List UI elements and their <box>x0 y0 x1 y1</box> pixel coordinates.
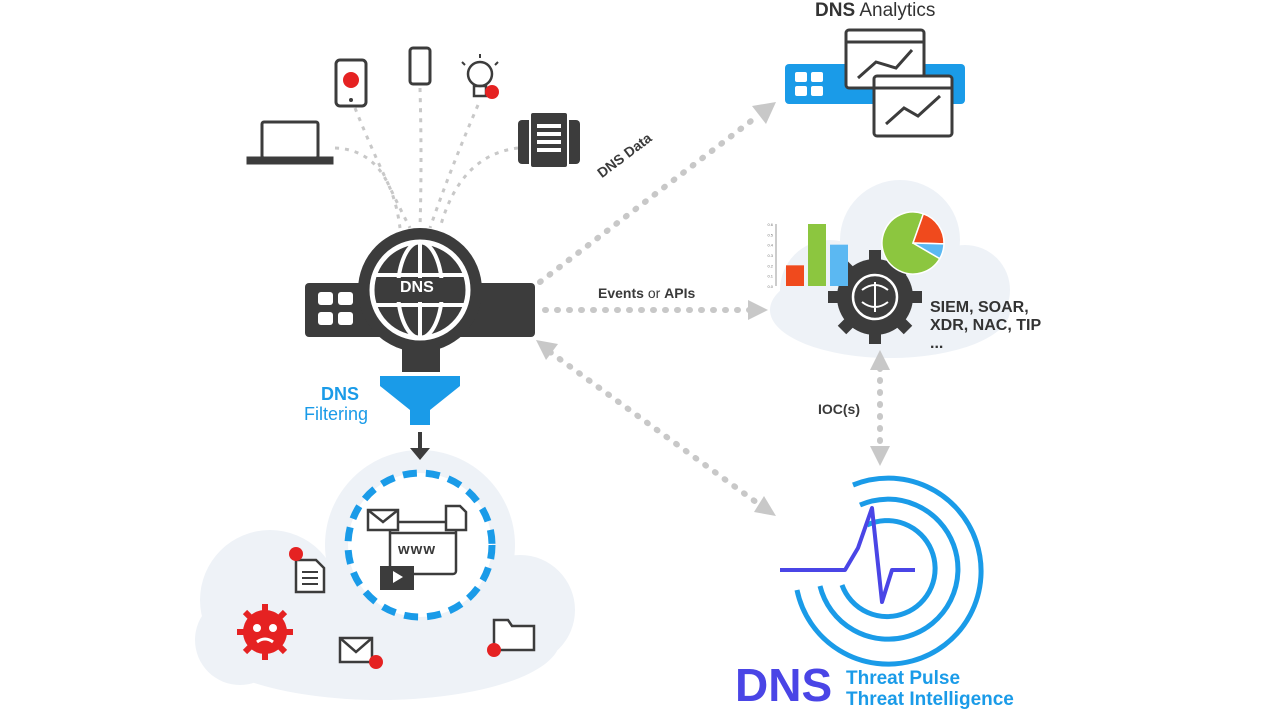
mini-chart-tick: 0.3 <box>767 253 773 258</box>
www-label: www <box>398 541 437 558</box>
analytics-dashboard <box>785 28 965 138</box>
mini-chart-bar <box>786 265 804 286</box>
siem-line-2: XDR, NAC, TIP <box>930 317 1042 334</box>
device-connections <box>334 87 519 229</box>
mini-chart-bar <box>830 244 848 286</box>
flow-arrows <box>537 115 883 508</box>
siem-list: SIEM, SOAR, XDR, NAC, TIP ... <box>930 299 1041 353</box>
infected-email-icon <box>338 636 383 669</box>
infected-document-icon <box>289 547 326 594</box>
mini-chart-tick: 0.5 <box>767 232 773 237</box>
threat-dns-brand: DNS <box>735 659 833 711</box>
mini-pie-chart <box>881 211 945 275</box>
filter-funnel-icon <box>380 376 460 460</box>
smartphone-icon <box>408 46 432 86</box>
infected-lightbulb-icon <box>461 54 499 99</box>
siem-line-1: SIEM, SOAR, <box>930 299 1029 316</box>
mini-chart-tick: 0.6 <box>767 222 773 227</box>
mini-chart-tick: 0.1 <box>767 274 773 279</box>
infected-tablet-icon <box>334 58 368 108</box>
filtering-subtitle: Filtering <box>304 404 369 424</box>
mini-pie-slice <box>911 212 945 245</box>
virus-icon <box>237 604 293 660</box>
threat-pulse-title: Threat Pulse <box>846 668 961 689</box>
events-label: Events <box>598 285 644 301</box>
siem-gear-icon <box>828 250 922 344</box>
events-or-label: or <box>647 285 661 301</box>
mini-pie-slice <box>881 211 941 275</box>
analytics-title-rest: Analytics <box>859 0 936 21</box>
mini-chart-tick: 0.0 <box>767 284 773 289</box>
threat-pulse-logo <box>780 475 984 667</box>
events-apis-label: Events or APIs <box>598 285 695 301</box>
analytics-title-bold: DNS <box>815 0 856 21</box>
analytics-title: DNS Analytics <box>815 0 935 22</box>
iocs-label: IOC(s) <box>818 401 860 417</box>
mini-bar-chart: 0.6 0.5 0.4 0.3 0.2 0.1 0.0 <box>767 222 848 289</box>
mini-chart-tick: 0.2 <box>767 263 773 268</box>
threat-intel-title: Threat Intelligence <box>846 689 1014 710</box>
server-rack-icon <box>518 111 580 169</box>
mini-chart-tick: 0.4 <box>767 243 773 248</box>
laptop-icon <box>246 120 334 165</box>
protected-web-zone <box>344 469 496 621</box>
server-dns-label: DNS <box>400 279 434 296</box>
mini-pie-slice <box>912 242 945 260</box>
infected-folder-icon <box>487 618 536 657</box>
mini-chart-bar <box>808 224 826 286</box>
dns-server <box>305 228 535 372</box>
apis-label: APIs <box>664 285 696 301</box>
filtering-title: DNS <box>321 384 360 404</box>
arrow-heads <box>536 102 890 516</box>
siem-line-3: ... <box>930 335 944 352</box>
